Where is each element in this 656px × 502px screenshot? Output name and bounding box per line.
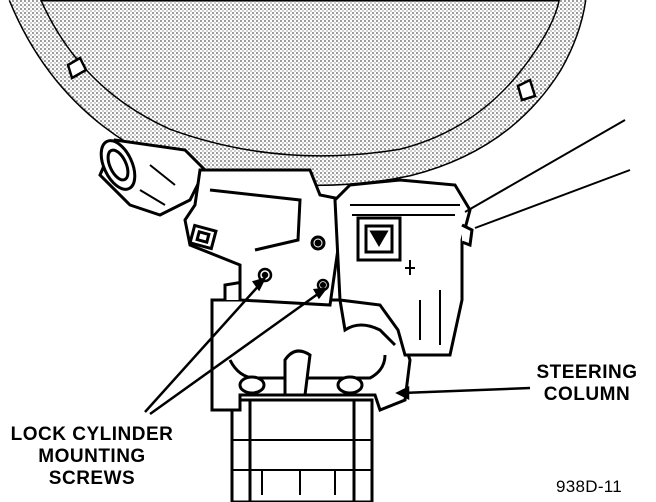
lock-cylinder-label-line-3: SCREWS — [48, 468, 136, 489]
ignition-switch-assembly — [183, 168, 347, 307]
steering-column-label-line-1: STEERING — [536, 362, 638, 383]
steering-column-label: STEERING COLUMN — [535, 362, 639, 406]
lock-cylinder-screws-label: LOCK CYLINDER MOUNTING SCREWS — [4, 424, 180, 490]
lock-cylinder-label-line-1: LOCK CYLINDER — [10, 424, 174, 445]
lock-cylinder-label-line-2: MOUNTING — [38, 446, 146, 467]
leader-lines-lock-cylinder — [144, 276, 328, 416]
lock-cylinder-housing — [98, 138, 207, 217]
leader-line-steering-column — [395, 385, 531, 401]
leader-lines-unlabeled — [464, 119, 631, 229]
column-shaft — [230, 398, 374, 502]
steering-column-label-line-2: COLUMN — [543, 384, 631, 405]
figure-id: 938D-11 — [556, 477, 623, 496]
column-housing — [210, 278, 412, 412]
steering-wheel — [8, 0, 587, 187]
mounting-screw-upper — [257, 267, 273, 283]
multifunction-switch — [333, 178, 474, 357]
